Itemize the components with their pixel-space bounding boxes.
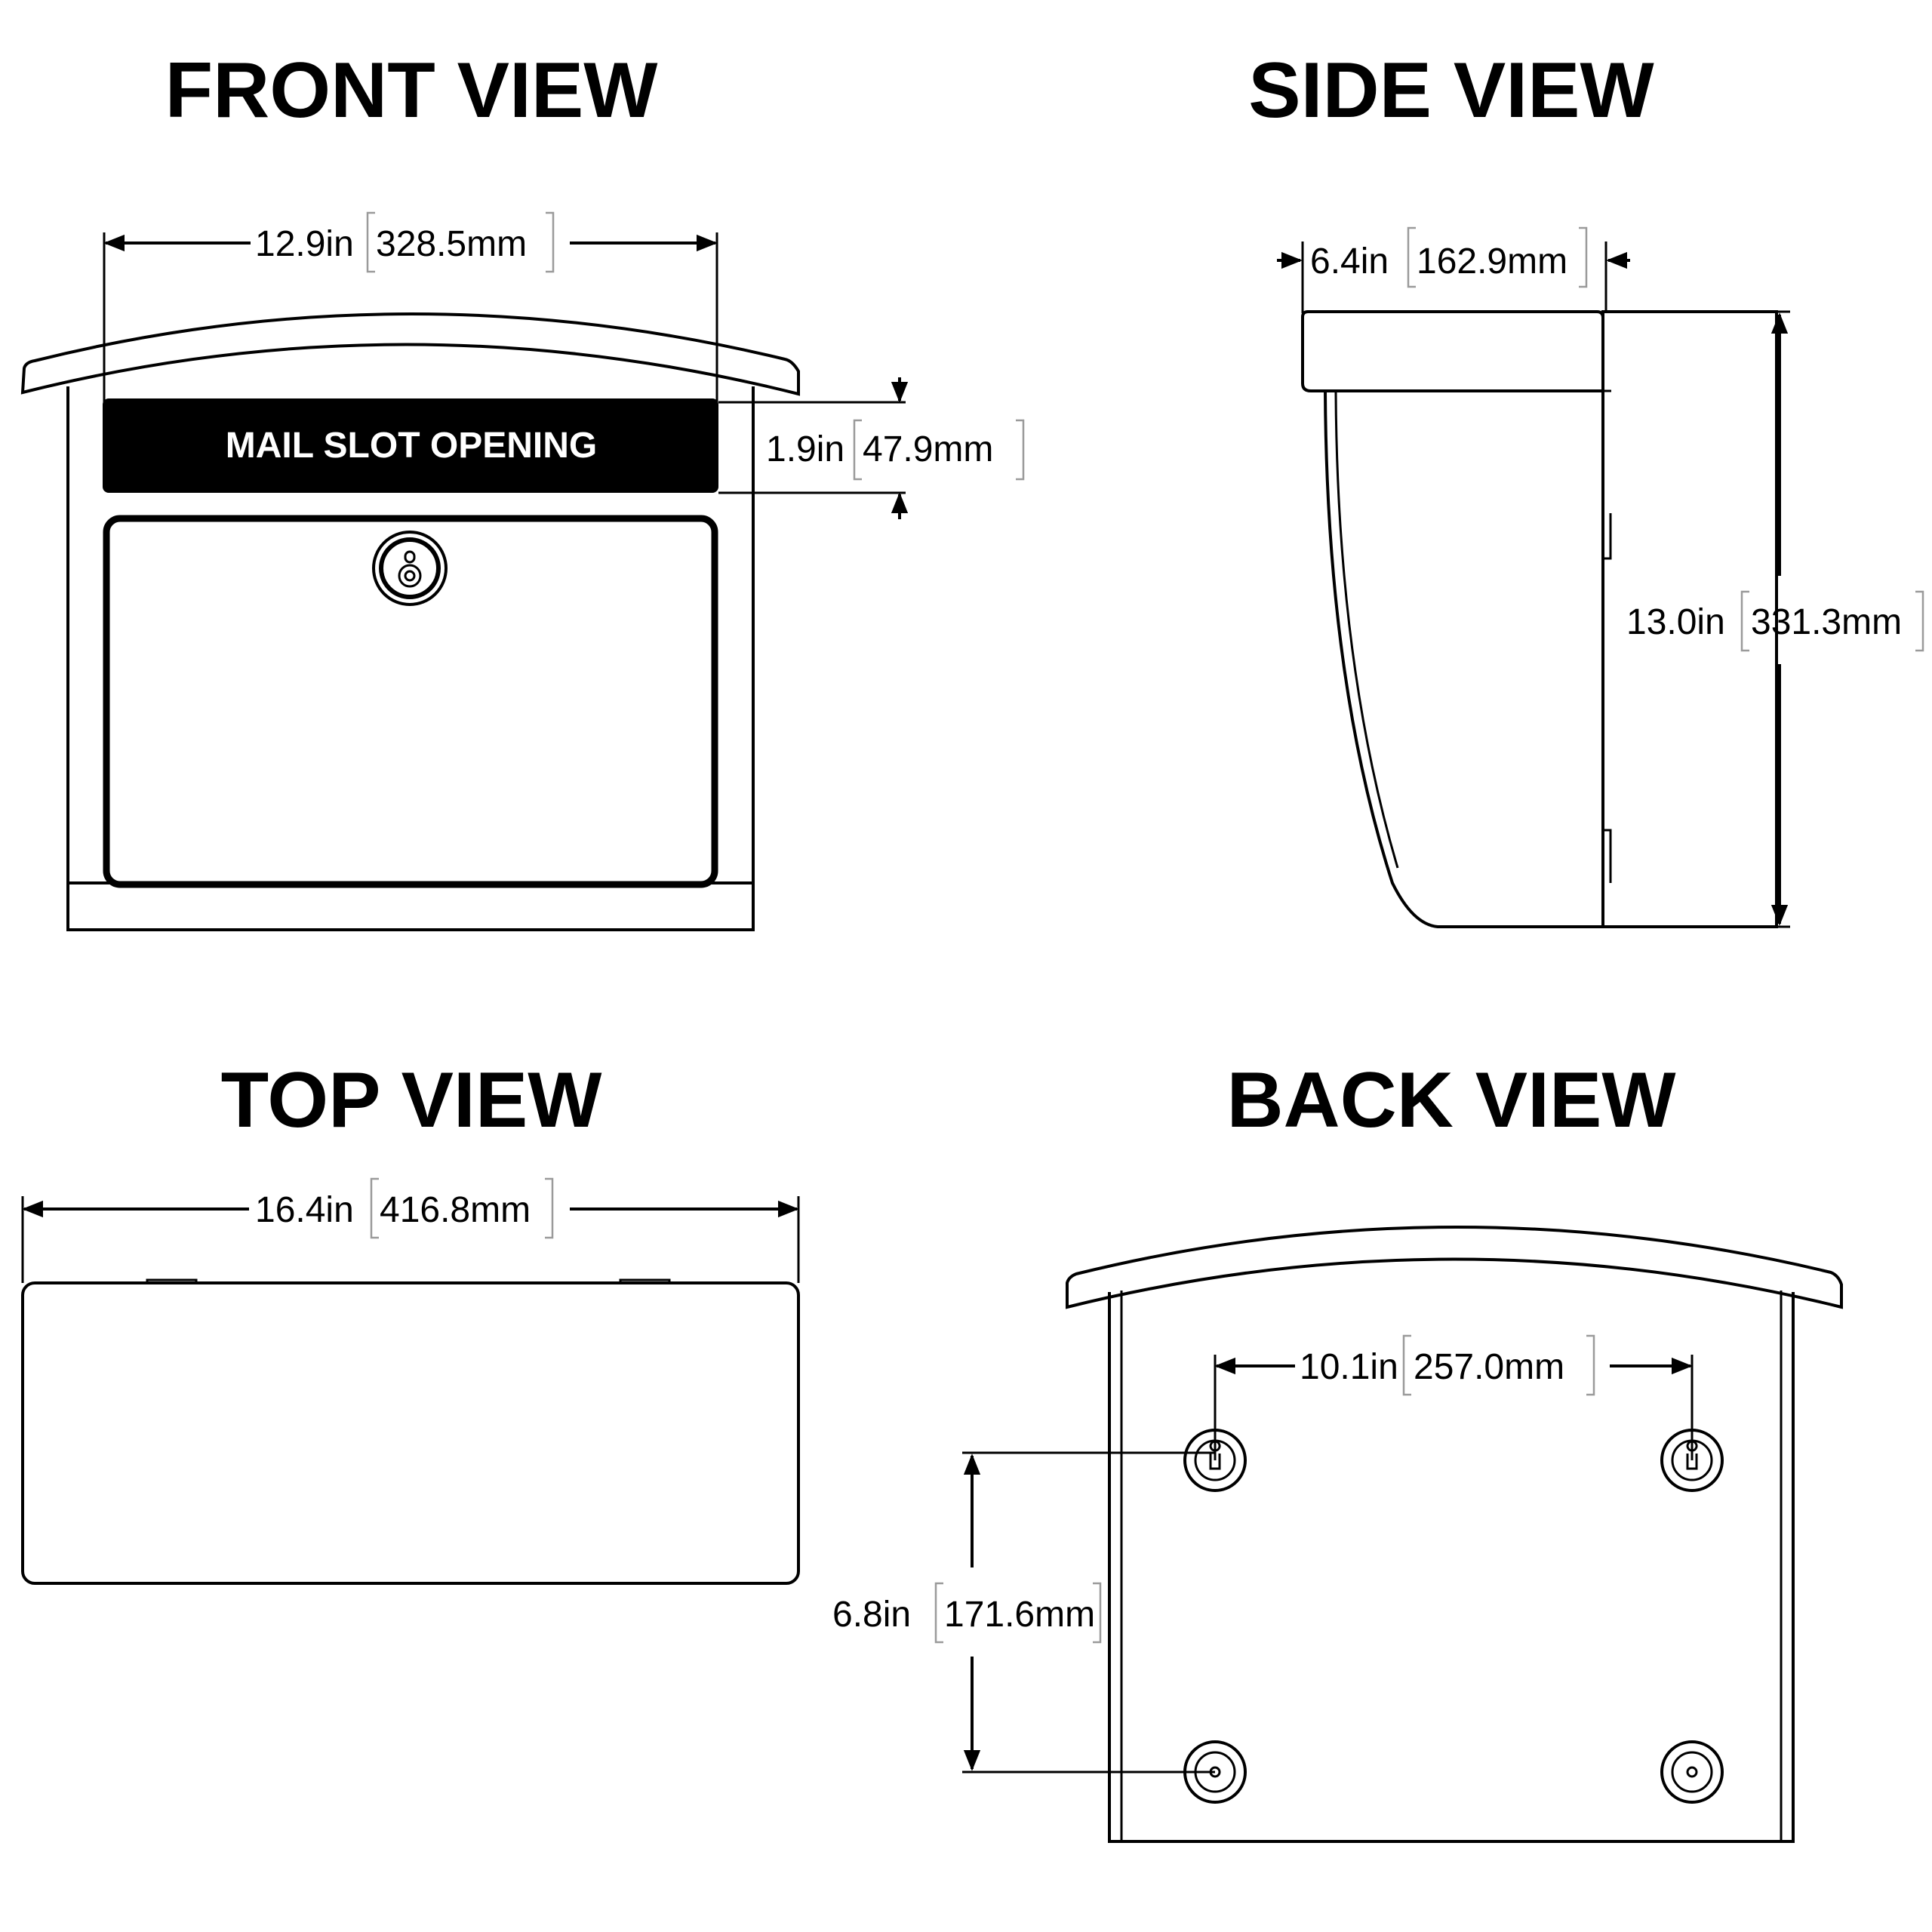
top-view: TOP VIEW 16.4in 416.8mm xyxy=(21,1057,800,1585)
side-view-title: SIDE VIEW xyxy=(1248,47,1654,134)
top-width-dimension: 16.4in 416.8mm xyxy=(21,1177,800,1283)
back-horizontal-mm: 257.0mm xyxy=(1414,1347,1564,1387)
side-lid xyxy=(1301,310,1604,392)
side-height-mm: 331.3mm xyxy=(1751,602,1902,642)
front-slot-mm: 47.9mm xyxy=(863,429,993,469)
side-height-in: 13.0in xyxy=(1626,602,1725,642)
mail-slot-label: MAIL SLOT OPENING xyxy=(226,426,597,466)
side-body xyxy=(1324,390,1603,928)
top-outline xyxy=(21,1281,800,1585)
front-body xyxy=(66,386,755,931)
front-slot-in: 1.9in xyxy=(766,429,844,469)
front-slot-dimension: 1.9in 47.9mm xyxy=(718,377,1025,519)
back-roof xyxy=(1066,1226,1843,1309)
back-view: BACK VIEW xyxy=(832,1057,1843,1843)
top-view-title: TOP VIEW xyxy=(221,1057,603,1144)
front-view-title: FRONT VIEW xyxy=(165,47,659,134)
back-vertical-dimension: 6.8in 171.6mm xyxy=(832,1451,1215,1774)
lock-icon xyxy=(372,531,448,606)
front-roof xyxy=(20,312,800,396)
back-horizontal-in: 10.1in xyxy=(1300,1347,1398,1387)
side-depth-mm: 162.9mm xyxy=(1417,242,1567,281)
top-width-mm: 416.8mm xyxy=(380,1190,531,1230)
back-view-title: BACK VIEW xyxy=(1226,1057,1676,1144)
front-width-dimension: 12.9in 328.5mm xyxy=(103,211,718,408)
back-vertical-in: 6.8in xyxy=(832,1595,911,1635)
side-depth-dimension: 6.4in 162.9mm xyxy=(1277,226,1630,313)
front-view: FRONT VIEW 12.9in 328.5mm MAIL SLOT OPEN… xyxy=(20,47,1025,931)
side-view: SIDE VIEW 6.4in 162.9mm 13.0in 331.3mm xyxy=(1248,47,1924,928)
back-body xyxy=(1108,1292,1795,1843)
mount-hole-bottom-right xyxy=(1660,1740,1724,1804)
side-height-dimension: 13.0in 331.3mm xyxy=(1603,310,1924,928)
mail-slot-opening xyxy=(103,398,718,493)
top-width-in: 16.4in xyxy=(255,1190,354,1230)
front-width-mm: 328.5mm xyxy=(376,224,527,264)
front-door xyxy=(103,515,718,888)
side-depth-in: 6.4in xyxy=(1310,242,1389,281)
back-vertical-mm: 171.6mm xyxy=(944,1595,1095,1635)
front-width-in: 12.9in xyxy=(255,224,354,264)
back-horizontal-dimension: 10.1in 257.0mm xyxy=(1214,1334,1694,1460)
